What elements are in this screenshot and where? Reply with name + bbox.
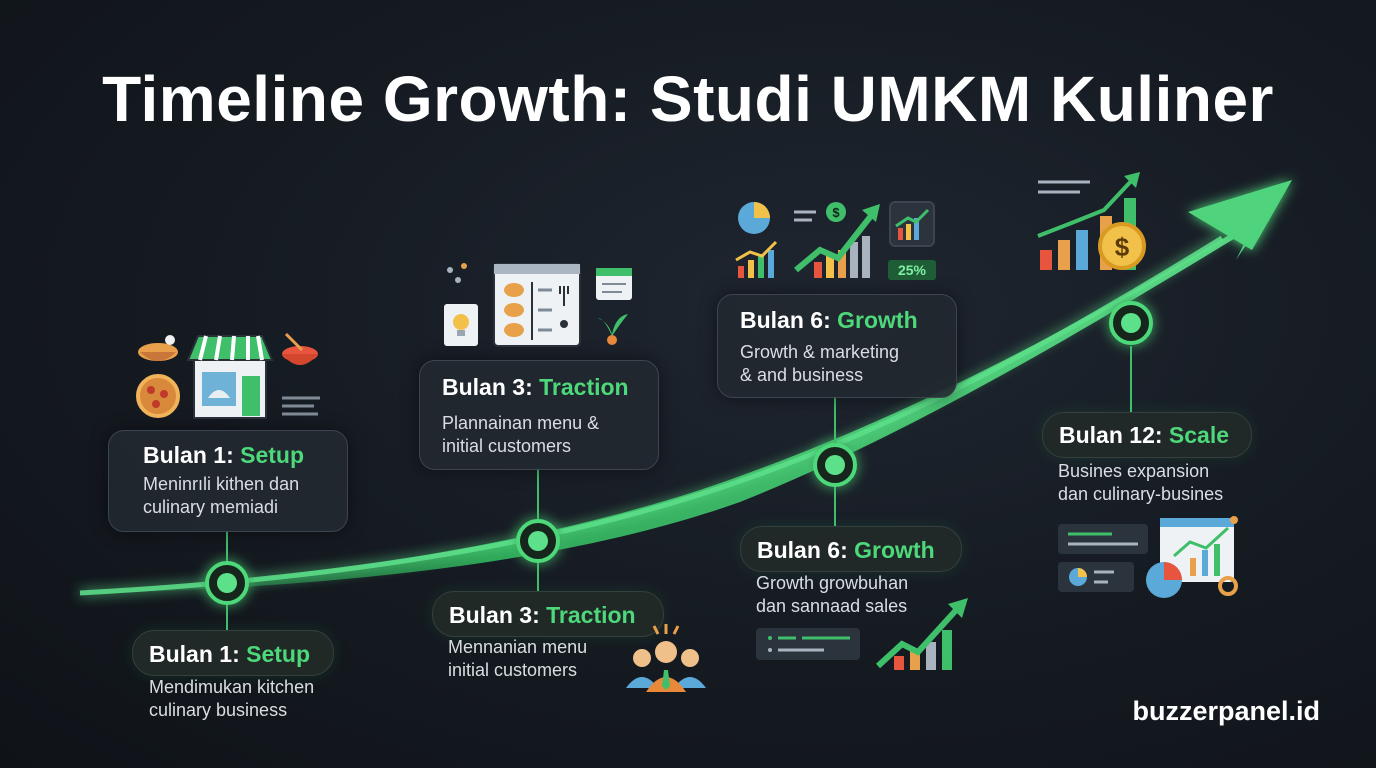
growth-curve-line — [79, 235, 1224, 596]
milestone-desc-line: dan sannaad sales — [756, 596, 908, 616]
svg-text:$: $ — [832, 205, 840, 220]
sales-chart-icon — [756, 598, 968, 670]
milestone-prefix: Bulan 1: — [143, 442, 234, 468]
milestone-desc-line: dan culinary-busines — [1058, 484, 1224, 504]
milestone-desc-lower-month-1: Mendimukan kitchen culinary business — [149, 676, 314, 722]
brand-watermark: buzzerpanel.id — [1132, 696, 1320, 726]
milestone-pill-lower-month-3: Bulan 3: Traction — [432, 591, 664, 637]
milestone-desc-line: Busines expansion — [1058, 461, 1210, 481]
milestone-desc-line: culinary memiadi — [143, 497, 279, 517]
growth-curve-band — [70, 212, 1268, 594]
milestone-stage: Traction — [546, 602, 636, 628]
milestone-stage: Traction — [539, 374, 629, 400]
milestone-pill-lower-month-1: Bulan 1: Setup — [132, 630, 334, 676]
money-growth-chart-icon: $ — [1037, 172, 1146, 270]
milestone-prefix: Bulan 1: — [149, 641, 240, 667]
milestone-card-month-6: Bulan 6: Growth Growth & marketing & and… — [717, 294, 957, 398]
milestone-desc-line: Plannainan menu & — [442, 413, 600, 433]
svg-text:$: $ — [1115, 232, 1130, 262]
milestone-desc-line: Mendimukan kitchen — [149, 677, 315, 697]
milestone-desc-line: Meninrıli kithen dan — [143, 474, 300, 494]
customers-group-icon — [626, 624, 706, 692]
milestone-desc-line: culinary business — [149, 700, 288, 720]
milestone-desc-line: Growth & marketing — [740, 342, 900, 362]
milestone-prefix: Bulan 6: — [757, 537, 848, 563]
milestone-desc-lower-month-3: Mennanian menu initial customers — [448, 636, 587, 682]
milestone-desc-line: initial customers — [442, 436, 572, 456]
milestone-desc-lower-month-6: Growth growbuhan dan sannaad sales — [756, 572, 908, 618]
milestone-prefix: Bulan 6: — [740, 307, 831, 333]
milestone-stage: Growth — [854, 537, 935, 563]
milestone-desc-line: Growth growbuhan — [756, 573, 909, 593]
milestone-prefix: Bulan 12: — [1059, 422, 1163, 448]
milestone-card-month-1: Bulan 1: Setup Meninrıli kithen dan culi… — [108, 430, 348, 532]
milestone-desc-line: & and business — [740, 365, 864, 385]
milestone-stage: Scale — [1168, 422, 1230, 448]
node-month-1 — [205, 561, 249, 605]
growth-charts-icon: $ — [735, 201, 935, 278]
node-month-6 — [813, 443, 857, 487]
milestone-stage: Growth — [837, 307, 918, 333]
milestone-desc-line: initial customers — [448, 660, 578, 680]
growth-percent-badge: 25% — [888, 260, 936, 280]
node-month-12 — [1109, 301, 1153, 345]
milestone-desc-line: Mennanian menu — [448, 637, 588, 657]
menu-planning-icon — [444, 263, 632, 347]
milestone-stage: Setup — [240, 442, 305, 468]
milestone-pill-lower-month-6: Bulan 6: Growth — [740, 526, 962, 572]
restaurant-storefront-icon — [136, 332, 320, 419]
milestone-desc-month-12: Busines expansion dan culinary-busines — [1058, 460, 1223, 506]
node-month-3 — [516, 519, 560, 563]
analytics-dashboard-icon — [1058, 516, 1238, 598]
growth-arrow-head — [1188, 180, 1292, 250]
milestone-prefix: Bulan 3: — [442, 374, 533, 400]
milestone-prefix: Bulan 3: — [449, 602, 540, 628]
page-title: Timeline Growth: Studi UMKM Kuliner — [102, 63, 1274, 135]
milestone-pill-month-12: Bulan 12: Scale — [1042, 412, 1252, 458]
milestone-card-month-3: Bulan 3: Traction Plannainan menu & init… — [419, 360, 659, 470]
milestone-stage: Setup — [246, 641, 311, 667]
